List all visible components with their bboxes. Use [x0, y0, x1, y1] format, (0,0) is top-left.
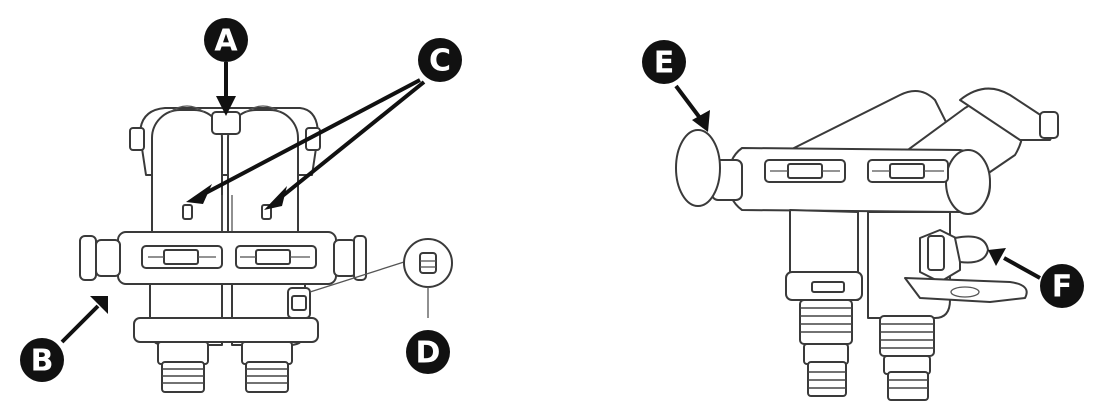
arrow-b	[60, 304, 100, 344]
arrow-f	[1003, 256, 1041, 280]
arrowhead-e	[692, 110, 710, 132]
arrow-c-right	[278, 80, 426, 200]
callout-c-label: C	[429, 44, 451, 79]
right-valve-threaded-ends	[799, 299, 935, 401]
clip-detail-magnifier	[309, 238, 453, 318]
right-valve-angled-view	[675, 87, 1059, 401]
arrowhead-c-left	[186, 184, 212, 204]
arrowhead-f	[988, 248, 1006, 266]
callout-b-label: B	[31, 344, 54, 379]
left-valve-main-body	[79, 231, 367, 285]
arrowhead-b	[90, 296, 108, 314]
arrowhead-c-right	[264, 186, 287, 210]
left-valve-threaded-ends	[157, 341, 293, 393]
callout-e: E	[642, 40, 686, 84]
arrowhead-a	[216, 96, 236, 116]
right-valve-lower-body	[785, 209, 1028, 319]
callout-f-label: F	[1052, 270, 1073, 305]
callout-b: B	[20, 338, 64, 382]
left-valve-rear-cylinders	[129, 105, 321, 261]
right-valve-main-body	[675, 129, 991, 215]
callout-f: F	[1040, 264, 1084, 308]
left-valve-lower-body	[133, 283, 319, 346]
left-valve-front-view	[79, 105, 453, 393]
callout-arrows	[60, 62, 1041, 344]
callout-d-label: D	[416, 336, 441, 371]
left-valve-port-marks	[182, 195, 272, 232]
callout-a: A	[204, 18, 248, 62]
callout-d: D	[406, 330, 450, 374]
callout-a-label: A	[214, 24, 238, 59]
arrow-e	[674, 84, 702, 120]
arrow-c-left	[199, 78, 421, 198]
callout-e-label: E	[654, 46, 675, 81]
callout-c: C	[418, 38, 462, 82]
